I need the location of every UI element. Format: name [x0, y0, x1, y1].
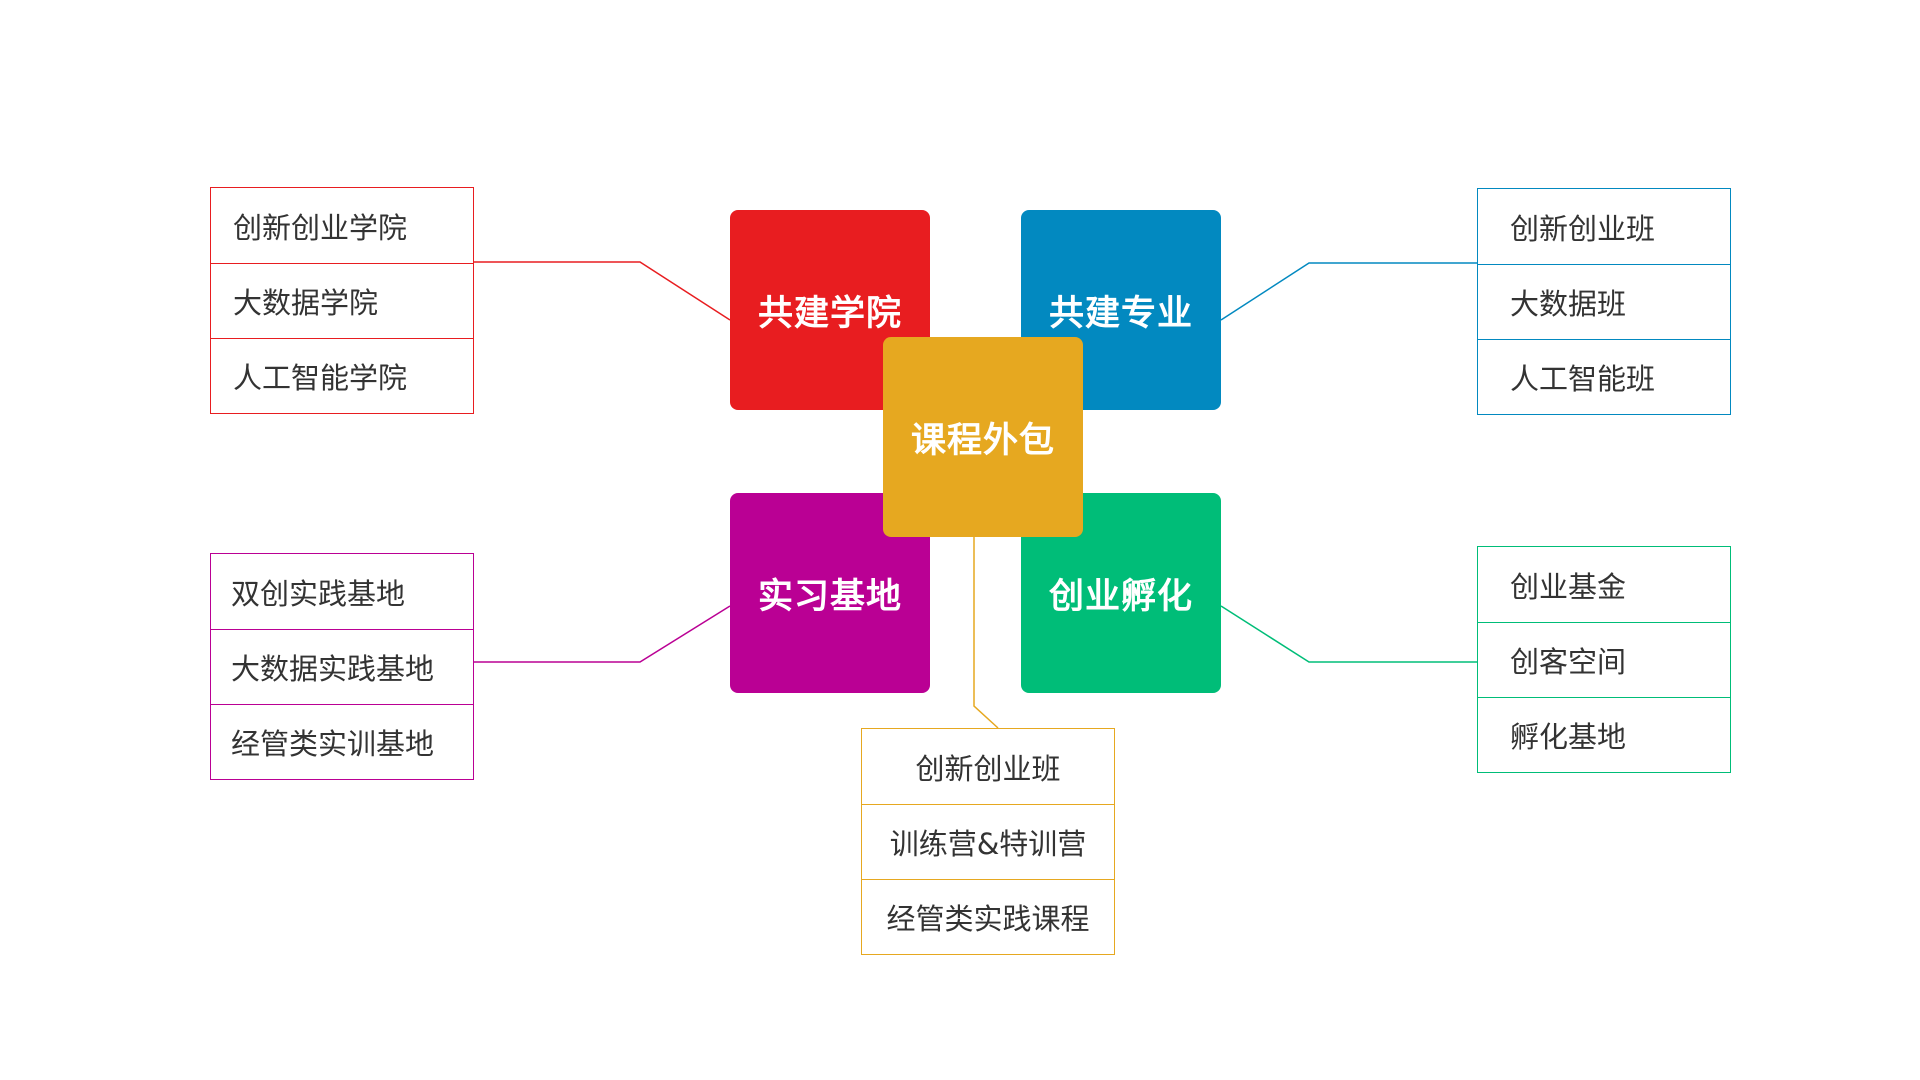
list-item: 经管类实训基地 [211, 704, 473, 779]
list-box-kecheng-waibao: 创新创业班 训练营&特训营 经管类实践课程 [861, 728, 1115, 955]
connector-orange [973, 537, 999, 729]
list-item: 孵化基地 [1478, 697, 1730, 772]
list-item: 双创实践基地 [231, 576, 406, 611]
list-item: 大数据班 [1478, 264, 1730, 339]
list-item: 创客空间 [1478, 622, 1730, 697]
list-item: 经管类实践课程 [862, 879, 1114, 954]
list-item: 人工智能班 [1478, 339, 1730, 414]
connector-purple [474, 605, 731, 663]
tile-shixi-jidi: 实习基地 [730, 493, 930, 693]
connector-blue [1220, 262, 1477, 321]
center-label: 课程外包 [910, 420, 1055, 461]
list-item: 大数据实践基地 [211, 629, 473, 704]
tile-label: 共建学院 [757, 293, 902, 334]
list-item: 创新创业学院 [233, 210, 408, 245]
list-box-gongjian-xueyuan: 创新创业学院 大数据学院 人工智能学院 [210, 187, 474, 414]
tile-center-kecheng-waibao: 课程外包 [883, 337, 1083, 537]
list-item: 创业基金 [1510, 569, 1627, 604]
list-item: 人工智能学院 [211, 338, 473, 413]
list-item: 创新创业班 [1510, 211, 1656, 246]
list-item: 训练营&特训营 [862, 804, 1114, 879]
connector-red [474, 261, 731, 321]
list-box-shixi-jidi: 双创实践基地 大数据实践基地 经管类实训基地 [210, 553, 474, 780]
tile-label: 实习基地 [757, 576, 902, 617]
list-item: 大数据学院 [211, 263, 473, 338]
list-box-gongjian-zhuanye: 创新创业班 大数据班 人工智能班 [1477, 188, 1731, 415]
list-box-chuangye-fuhua: 创业基金 创客空间 孵化基地 [1477, 546, 1731, 773]
tile-label: 创业孵化 [1048, 576, 1193, 617]
connector-green [1220, 605, 1477, 663]
tile-label: 共建专业 [1048, 293, 1193, 334]
list-item: 创新创业班 [915, 751, 1061, 786]
